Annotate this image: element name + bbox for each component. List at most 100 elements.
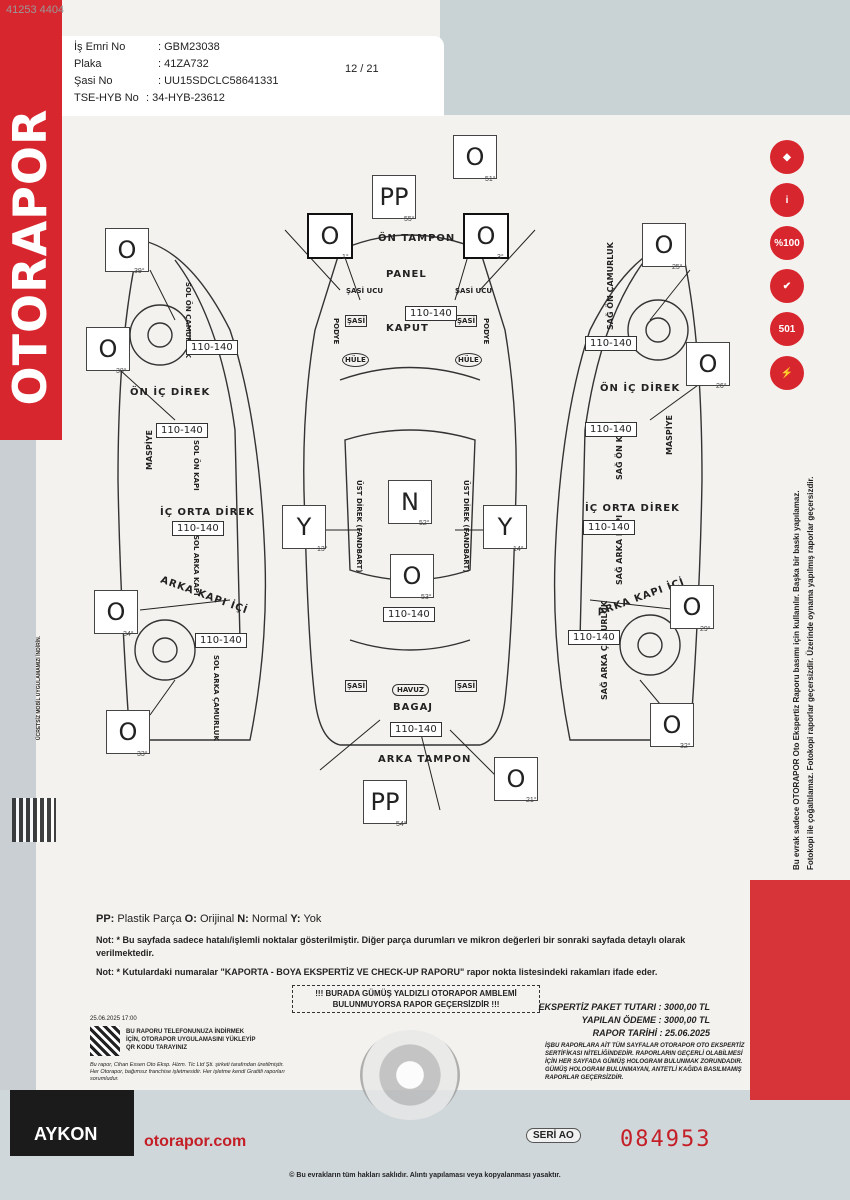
serial-number: 084953 xyxy=(620,1127,712,1152)
code-top-center: O xyxy=(453,135,497,179)
footer-copyright: © Bu evrakların tüm hakları saklıdır. Al… xyxy=(289,1172,561,1179)
label-on-ic-direk-left: ÖN İÇ DİREK xyxy=(130,387,211,398)
angle-left-y: 13° xyxy=(317,546,328,553)
aykon-logo: AYKON xyxy=(10,1090,134,1156)
angle-right-mid: 26° xyxy=(716,383,727,390)
label-sasi-ucu-right: ŞASİ UCU xyxy=(455,287,493,295)
label-ust-direk-left: ÜST DİREK (FANDBART) xyxy=(355,480,363,573)
code-front-right: O xyxy=(463,213,509,259)
legend: PP: Plastik Parça O: Orijinal N: Normal … xyxy=(96,913,322,925)
sasi-row: Şasi No: UU15SDCLC58641331 xyxy=(74,75,279,87)
hologram-warning: !!! BURADA GÜMÜŞ YALDIZLI OTORAPOR AMBLE… xyxy=(292,985,540,1013)
payment-paket: EKSPERTİZ PAKET TUTARI : 3000,00 TL xyxy=(538,1002,710,1012)
range-bagaj: 110-140 xyxy=(390,722,442,737)
badge-percent: %100 xyxy=(770,226,804,260)
note-1: Not: * Bu sayfada sadece hatalı/işlemli … xyxy=(96,935,686,958)
label-ic-orta-direk-right: İÇ ORTA DİREK xyxy=(585,503,680,514)
code-roof: N xyxy=(388,480,432,524)
code-left-y: Y xyxy=(282,505,326,549)
payment-tarih: RAPOR TARİHİ : 25.06.2025 xyxy=(592,1028,710,1038)
header-background xyxy=(440,0,850,115)
range-right-rear-door: 110-140 xyxy=(583,520,635,535)
range-left-front-door: 110-140 xyxy=(156,423,208,438)
label-maspiye-right: MASPİYE xyxy=(665,414,674,455)
label-sag-arka-camurluk: SAĞ ARKA ÇAMURLUK xyxy=(600,600,609,700)
label-podye-right: PODYE xyxy=(482,318,490,345)
label-sasi-rear-left: ŞASİ xyxy=(345,680,368,692)
angle-left-mid: 38° xyxy=(116,368,127,375)
code-left-top: O xyxy=(105,228,149,272)
range-left-front: 110-140 xyxy=(186,340,238,355)
range-left-rear-door: 110-140 xyxy=(172,521,224,536)
range-right-front: 110-140 xyxy=(585,336,637,351)
brand-sidebar: OTORAPOR xyxy=(0,0,62,440)
label-maspiye-left: MASPİYE xyxy=(145,429,154,470)
code-right-y: Y xyxy=(483,505,527,549)
label-podye-left: PODYE xyxy=(332,318,340,345)
website-link[interactable]: otorapor.com xyxy=(144,1133,247,1150)
code-left-mid: O xyxy=(86,327,130,371)
range-right-front-door: 110-140 xyxy=(585,422,637,437)
angle-rear-right: 21° xyxy=(526,797,537,804)
label-hule-right: HÜLE xyxy=(455,353,482,367)
angle-left-top: 39° xyxy=(134,268,145,275)
code-pp-rear: PP xyxy=(363,780,407,824)
badge-501: 501 xyxy=(770,312,804,346)
seri-badge: SERİ AO xyxy=(526,1128,581,1143)
angle-right-y: 14° xyxy=(513,546,524,553)
label-arka-tampon: ARKA TAMPON xyxy=(378,754,472,765)
angle-trunk-top: 53° xyxy=(421,594,432,601)
qr-code xyxy=(12,798,56,842)
shield-icon: ◆ xyxy=(770,140,804,174)
label-panel: PANEL xyxy=(386,269,427,280)
code-left-lower: O xyxy=(94,590,138,634)
plaka-row: Plaka: 41ZA732 xyxy=(74,58,209,70)
label-sasi-rear-right: ŞASİ xyxy=(455,680,478,692)
label-sol-arka-camurluk: SOL ARKA ÇAMURLUK xyxy=(212,655,220,741)
label-sasi-left: ŞASİ xyxy=(345,315,368,327)
code-right-mid: O xyxy=(686,342,730,386)
range-kaput: 110-140 xyxy=(405,306,457,321)
label-hule-left: HÜLE xyxy=(342,353,369,367)
code-front-left: O xyxy=(307,213,353,259)
angle-right-lower: 29° xyxy=(700,626,711,633)
label-on-tampon: ÖN TAMPON xyxy=(378,233,456,244)
car-diagram xyxy=(117,214,706,811)
info-icon: i xyxy=(770,183,804,217)
page-number: 12 / 21 xyxy=(345,63,379,75)
qr-code-small xyxy=(90,1026,120,1056)
range-left-rear: 110-140 xyxy=(195,633,247,648)
label-bagaj: BAGAJ xyxy=(393,702,434,713)
code-pp-front: PP xyxy=(372,175,416,219)
label-sag-on-camurluk: SAĞ ÖN ÇAMURLUK xyxy=(606,242,615,330)
label-ic-orta-direk-left: İÇ ORTA DİREK xyxy=(160,507,255,518)
angle-pp-rear: 54° xyxy=(396,821,407,828)
label-sol-on-kapi: SOL ÖN KAPI xyxy=(192,440,200,491)
angle-pp-front: 55° xyxy=(404,216,415,223)
angle-right-top: 25° xyxy=(672,264,683,271)
right-notice-2: Fotokopi ile çoğaltılamaz. Fotokopi rapo… xyxy=(806,476,815,870)
label-ust-direk-right: ÜST DİREK (FANDBART) xyxy=(462,480,470,573)
label-sol-arka-kapi: SOL ARKA KAPI xyxy=(192,535,200,596)
right-notice-1: Bu evrak sadece OTORAPOR Oto Ekspertiz R… xyxy=(792,490,801,870)
code-left-bottom: O xyxy=(106,710,150,754)
label-sasi-ucu-left: ŞASİ UCU xyxy=(346,287,384,295)
code-right-top: O xyxy=(642,223,686,267)
hologram-emblem xyxy=(360,1030,460,1120)
header-card: İş Emri No: GBM23038 Plaka: 41ZA732 Şasi… xyxy=(62,36,444,116)
certificate-text: İŞBU RAPORLARA AİT TÜM SAYFALAR OTORAPOR… xyxy=(545,1043,745,1081)
payment-odeme: YAPILAN ÖDEME : 3000,00 TL xyxy=(581,1015,710,1025)
angle-right-bottom: 32° xyxy=(680,743,691,750)
disclaimer: Bu rapor, Cihan Essen Oto Eksp. Hizm. Ti… xyxy=(90,1062,285,1082)
top-number: 41253 4404 xyxy=(6,4,65,16)
angle-left-bottom: 33° xyxy=(137,751,148,758)
label-kaput: KAPUT xyxy=(386,323,429,334)
label-sasi-right: ŞASİ xyxy=(455,315,478,327)
angle-top-center: 51° xyxy=(485,176,496,183)
stamp-date: 25.06.2025 17:00 xyxy=(90,1016,137,1022)
check-icon: ✔ xyxy=(770,269,804,303)
is-emri-row: İş Emri No: GBM23038 xyxy=(74,41,220,53)
note-2: Not: * Kutulardaki numaralar "KAPORTA - … xyxy=(96,967,658,977)
volt-icon: ⚡ xyxy=(770,356,804,390)
left-app-text: ÜCRETSİZ MOBİL UYGULAMAMIZI İNDİRİN. xyxy=(36,635,42,740)
